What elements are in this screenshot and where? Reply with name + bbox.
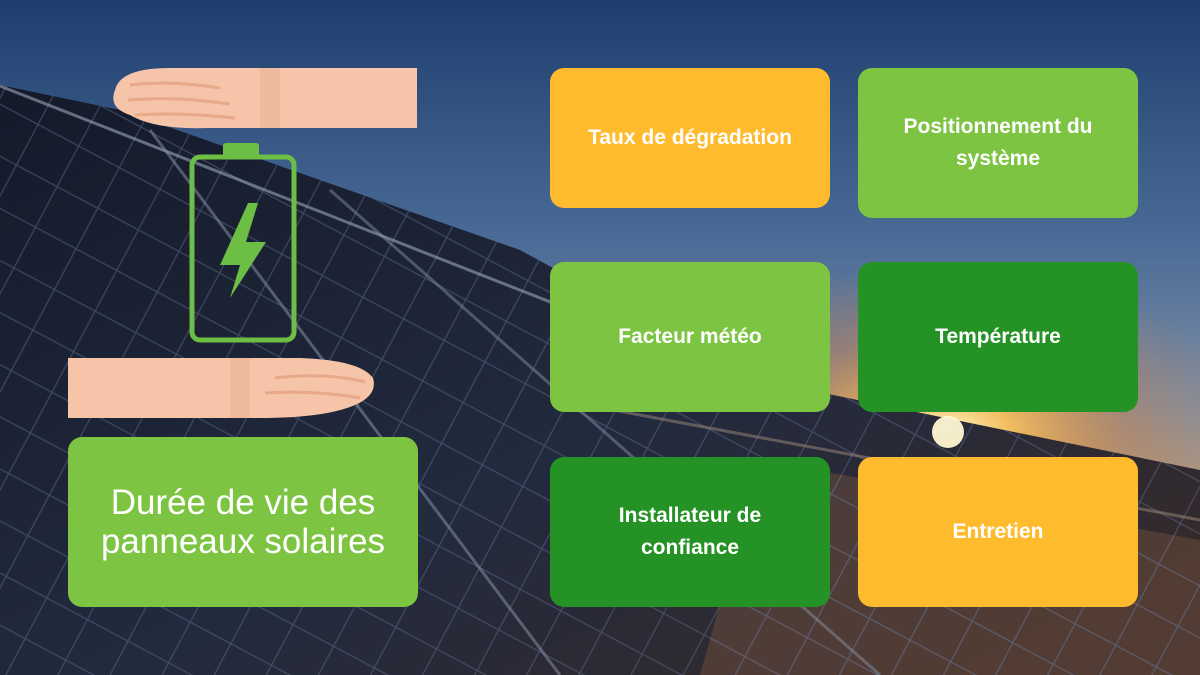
lightning-bolt-icon xyxy=(220,203,266,298)
main-title-card: Durée de vie des panneaux solaires xyxy=(68,437,418,607)
factor-card-installer: Installateur de confiance xyxy=(550,457,830,607)
factor-card-weather: Facteur météo xyxy=(550,262,830,412)
factor-card-temperature: Température xyxy=(858,262,1138,412)
main-title: Durée de vie des panneaux solaires xyxy=(100,483,386,561)
factor-card-maintenance: Entretien xyxy=(858,457,1138,607)
factor-label: Positionnement du système xyxy=(903,115,1093,170)
factor-label: Taux de dégradation xyxy=(588,126,792,149)
factor-label: Température xyxy=(935,325,1061,348)
factor-card-degradation: Taux de dégradation xyxy=(550,68,830,208)
factor-label: Facteur météo xyxy=(618,325,762,348)
factor-label: Installateur de confiance xyxy=(618,504,762,559)
factor-label: Entretien xyxy=(952,520,1044,543)
factor-card-positioning: Positionnement du système xyxy=(858,68,1138,218)
hands-icon xyxy=(68,68,417,418)
battery-icon xyxy=(189,143,297,343)
hands-battery-illustration xyxy=(68,68,417,418)
